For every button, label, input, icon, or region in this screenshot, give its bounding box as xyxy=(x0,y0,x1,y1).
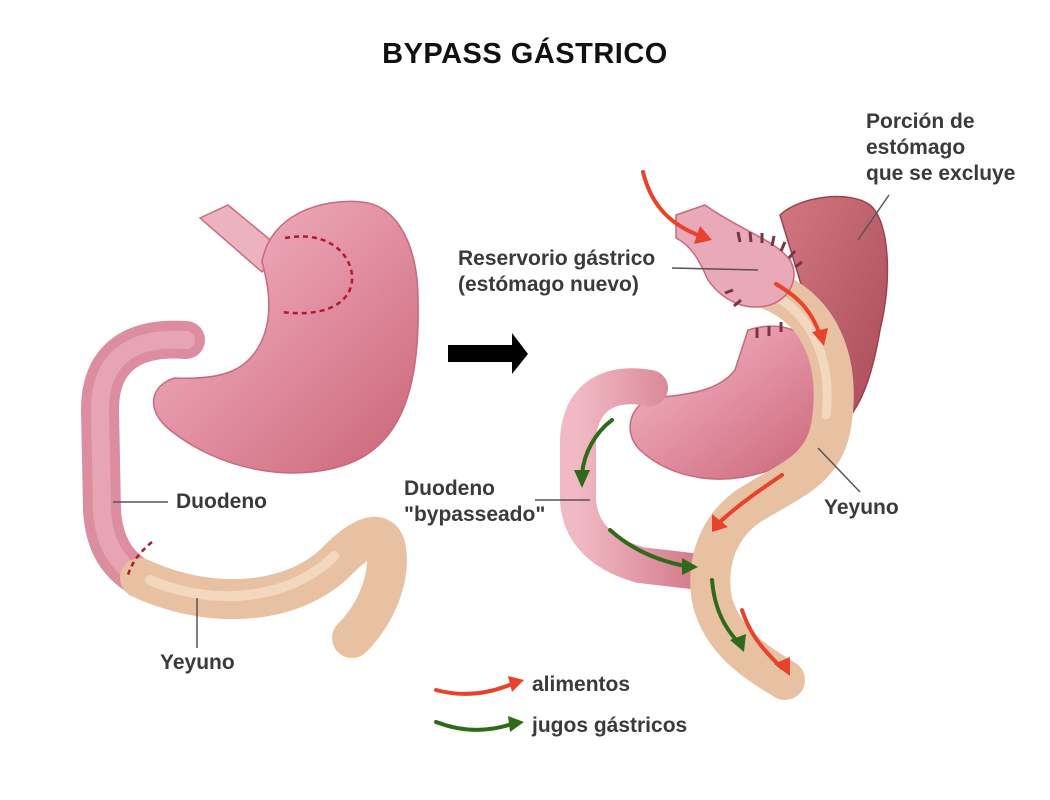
legend-food-label: alimentos xyxy=(532,673,631,696)
legend-juice-label: jugos gástricos xyxy=(532,714,688,737)
staple-line xyxy=(724,231,803,338)
legend-food-arrow xyxy=(434,676,524,696)
diagram-title: BYPASS GÁSTRICO xyxy=(382,38,668,70)
label-duodeno-bypassed: Duodeno "bypasseado" xyxy=(404,477,546,526)
roux-limb xyxy=(690,270,854,700)
label-yeyuno-after: Yeyuno xyxy=(824,496,899,519)
label-reservoir: Reservorio gástrico (estómago nuevo) xyxy=(458,247,656,296)
transition-arrow xyxy=(448,333,528,374)
label-duodeno-before: Duodeno xyxy=(176,490,267,513)
normal-stomach xyxy=(153,200,419,474)
cut-line-duodenum xyxy=(126,541,153,576)
legend-juice-arrow xyxy=(434,716,524,732)
bypass-anatomy xyxy=(535,170,890,700)
gastric-pouch xyxy=(675,204,795,308)
label-excluded-portion: Porción de estómago que se excluye xyxy=(866,110,1016,185)
label-yeyuno-before: Yeyuno xyxy=(160,651,235,674)
normal-anatomy xyxy=(80,200,419,658)
juice-arrows xyxy=(580,418,740,644)
